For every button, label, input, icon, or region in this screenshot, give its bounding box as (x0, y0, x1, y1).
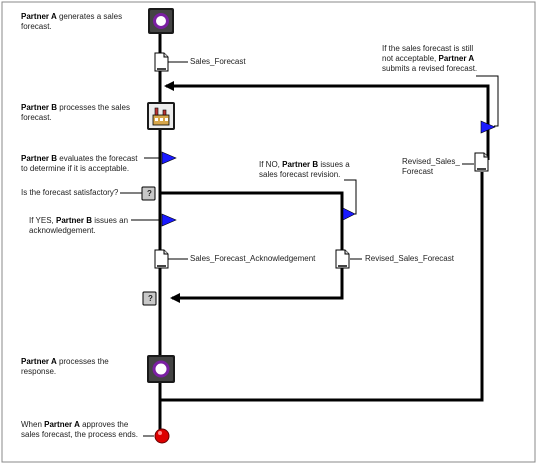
leader-no (344, 179, 357, 215)
end-point-icon (154, 428, 170, 444)
leader-revised-submit (476, 75, 499, 127)
label-question: Is the forecast satisfactory? (21, 188, 119, 197)
revision-loop-line (164, 81, 490, 160)
decision-icon-2 (142, 291, 157, 306)
flag-yes-icon (161, 213, 177, 227)
activity-process-b-icon (147, 102, 175, 130)
decision-icon-1 (141, 186, 156, 201)
decision-mark-1: ? (147, 189, 152, 198)
doc-label-sales-forecast: Sales_Forecast (190, 57, 246, 66)
doc-label-revised-side: Revised_Sales_ Forecast (402, 157, 460, 176)
doc-label-acknowledgement: Sales_Forecast_Acknowledgement (190, 254, 316, 263)
document-sales-forecast-icon (154, 52, 169, 72)
label-process-b: Partner B processes the sales forecast. (21, 103, 130, 122)
activity-generate-icon (148, 8, 174, 34)
doc-label-revised-main: Revised_Sales_Forecast (365, 254, 454, 263)
label-generate: Partner A generates a sales forecast. (21, 12, 123, 31)
no-branch-line (161, 191, 344, 303)
label-revised-submit: If the sales forecast is still not accep… (382, 44, 478, 73)
label-process-a: Partner A processes the response. (21, 357, 109, 376)
document-revised-main-icon (335, 249, 350, 269)
flag-no-icon (342, 207, 356, 221)
flag-revised-submit-icon (480, 120, 496, 134)
bottom-loop-line (161, 172, 484, 402)
decision-mark-2: ? (148, 294, 153, 303)
label-yes: If YES, Partner B issues an acknowledgem… (29, 216, 129, 235)
label-no: If NO, Partner B issues a sales forecast… (259, 160, 350, 179)
activity-process-a-icon (147, 355, 175, 383)
document-revised-side-icon (474, 152, 489, 172)
document-acknowledgement-icon (154, 249, 169, 269)
label-end: When Partner A approves the sales foreca… (21, 420, 138, 439)
label-evaluate: Partner B evaluates the forecast to dete… (21, 154, 138, 173)
flag-evaluate-icon (161, 151, 177, 165)
